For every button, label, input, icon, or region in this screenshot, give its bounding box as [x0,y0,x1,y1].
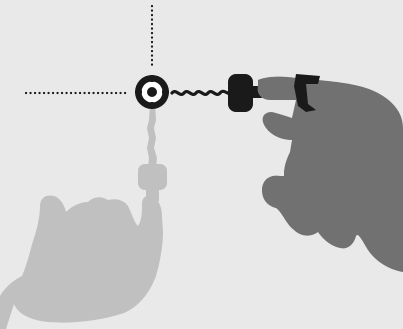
coiled-cable [172,91,232,94]
probe-grip [228,74,253,112]
palm-highlight [284,142,346,192]
alignment-guides [26,6,152,93]
ghost-cable [147,104,157,168]
ghost-hand-icon [0,195,163,329]
ghost-connector-plug [138,164,167,190]
probe-ring-icon [135,75,169,109]
active-hand [258,74,403,272]
probe-assembly [135,74,264,112]
probe-ring-core [147,87,157,97]
ghost-hand-with-cable [0,104,167,329]
